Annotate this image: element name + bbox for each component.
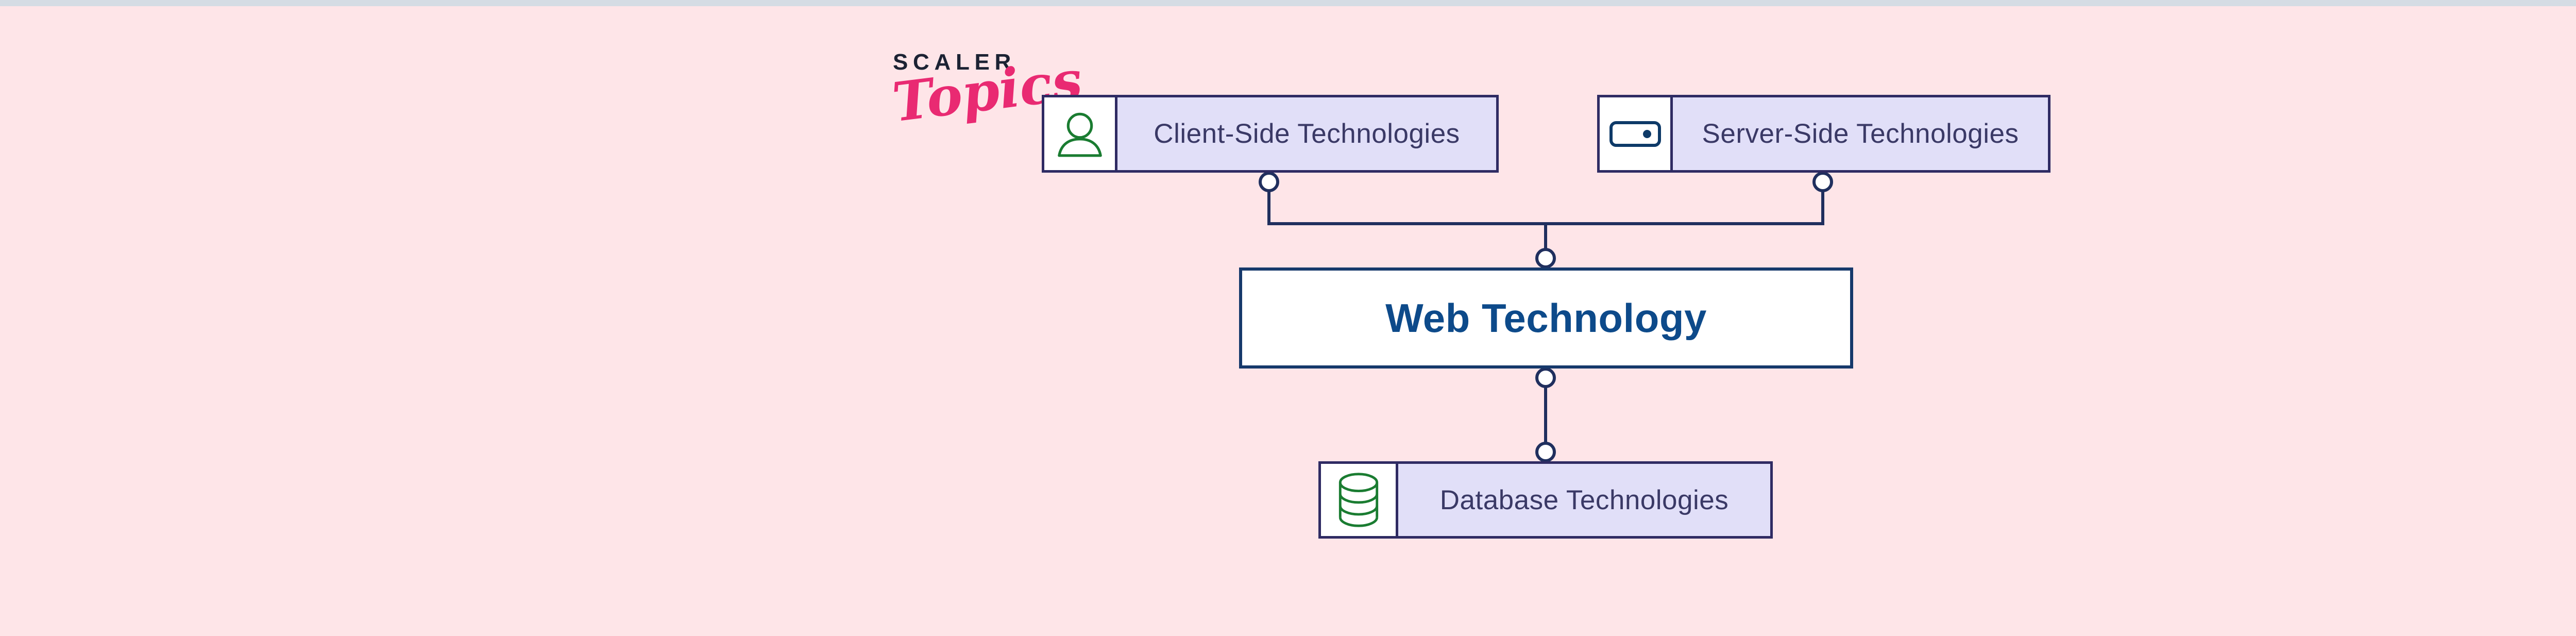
node-label: Server-Side Technologies — [1702, 119, 2019, 149]
node-label: Client-Side Technologies — [1154, 119, 1460, 149]
connector-node-circle — [1535, 367, 1556, 388]
top-strip — [0, 0, 2576, 6]
connector-node-circle — [1535, 442, 1556, 462]
connector-node-circle — [1259, 172, 1279, 192]
client-icon-cell — [1044, 97, 1117, 170]
connector-line — [1267, 191, 1824, 225]
user-icon — [1057, 112, 1102, 157]
server-icon-cell — [1600, 97, 1673, 170]
connector-node-circle — [1812, 172, 1833, 192]
connector-node-circle — [1535, 248, 1556, 269]
node-server-side: Server-Side Technologies — [1597, 95, 2050, 173]
web-technology-title: Web Technology — [1385, 295, 1707, 341]
node-web-technology: Web Technology — [1239, 267, 1853, 369]
node-database: Database Technologies — [1318, 461, 1773, 539]
brand-logo: SCALER Topics — [889, 48, 1086, 134]
server-icon — [1609, 121, 1661, 147]
database-icon — [1338, 473, 1378, 527]
node-client-side: Client-Side Technologies — [1042, 95, 1499, 173]
logo-scaler-text: SCALER — [893, 49, 1016, 75]
node-label: Database Technologies — [1439, 484, 1729, 515]
logo-topics-text: Topics — [889, 48, 1086, 135]
database-icon-cell — [1321, 464, 1398, 536]
